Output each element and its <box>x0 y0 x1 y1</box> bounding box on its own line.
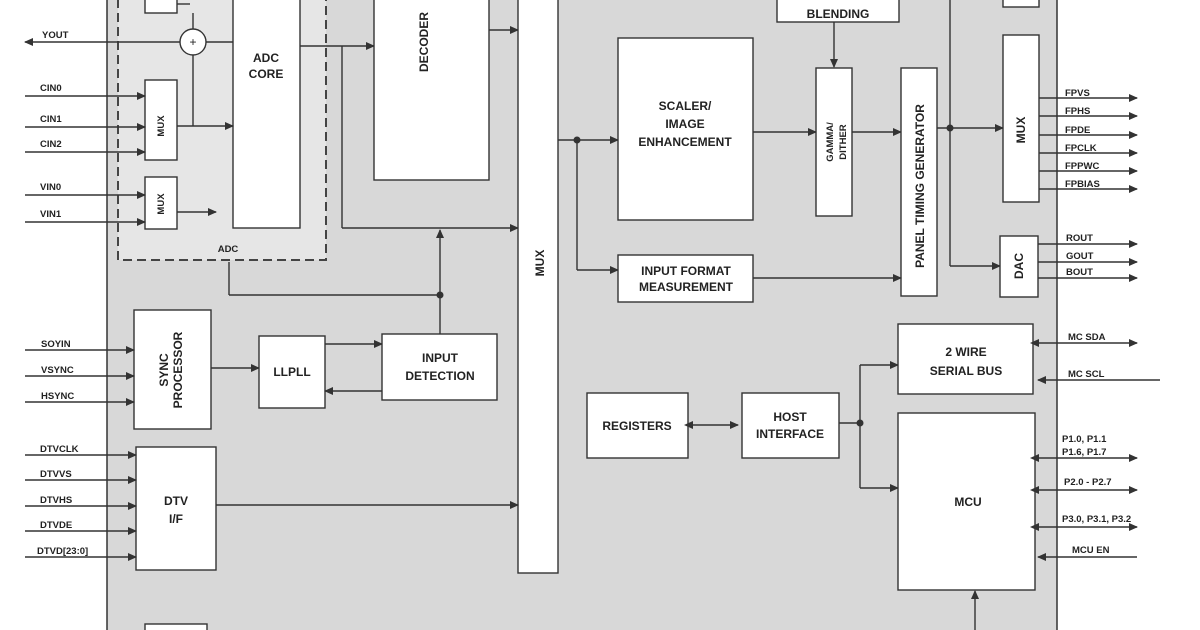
vin-mux-label: MUX <box>156 193 167 215</box>
dtv-if-label-2: I/F <box>169 512 183 526</box>
input-detection-label-2: DETECTION <box>405 369 474 383</box>
vin-mux-block <box>144 176 178 230</box>
main-mux-label: MUX <box>533 250 547 277</box>
p1-label-1: P1.0, P1.1 <box>1062 434 1107 445</box>
fphs-label: FPHS <box>1065 106 1090 117</box>
hsync-label: HSYNC <box>41 391 74 402</box>
input-detection-block <box>381 333 498 401</box>
main-mux-block <box>517 0 559 574</box>
p2-label: P2.0 - P2.7 <box>1064 477 1112 488</box>
dac-block <box>999 235 1039 298</box>
bottom-block <box>144 623 208 630</box>
host-interface-label-1: HOST <box>773 410 807 424</box>
cin2-label: CIN2 <box>40 139 62 150</box>
sync-processor-block <box>133 309 212 430</box>
bout-label: BOUT <box>1066 267 1093 278</box>
adc-region-label: ADC <box>218 244 239 255</box>
input-format-label-1: INPUT FORMAT <box>641 264 731 278</box>
dtvde-label: DTVDE <box>40 520 72 531</box>
blending-block <box>776 0 900 23</box>
decoder-label: DECODER <box>417 12 431 72</box>
mcu-label: MCU <box>954 495 981 509</box>
fp-output-lines <box>1039 94 1138 193</box>
fppwc-label: FPPWC <box>1065 161 1099 172</box>
vin1-label: VIN1 <box>40 209 62 220</box>
scaler-label-1: SCALER/ <box>659 99 712 113</box>
gout-label: GOUT <box>1066 251 1094 262</box>
serial-bus-label-2: SERIAL BUS <box>930 364 1002 378</box>
mcu-block <box>897 412 1036 591</box>
input-format-block <box>617 254 754 303</box>
serial-bus-label-1: 2 WIRE <box>945 345 986 359</box>
dtv-if-label-1: DTV <box>164 494 188 508</box>
sync-processor-label-1: SYNC <box>157 353 171 387</box>
fpbias-label: FPBIAS <box>1065 179 1100 190</box>
fpde-label: FPDE <box>1065 125 1090 136</box>
cin0-label: CIN0 <box>40 83 62 94</box>
mcu-pin-lines <box>1030 454 1138 561</box>
dac-label: DAC <box>1012 253 1026 279</box>
p1-label-2: P1.6, P1.7 <box>1062 447 1106 458</box>
adc-core-block <box>232 0 301 229</box>
cin-mux-label: MUX <box>156 115 167 137</box>
adc-core-label-1: ADC <box>253 51 279 65</box>
cin1-label: CIN1 <box>40 114 62 125</box>
host-interface-label-2: INTERFACE <box>756 427 824 441</box>
sync-processor-label-2: PROCESSOR <box>171 331 185 408</box>
output-mux-block <box>1002 34 1040 203</box>
dtvvs-label: DTVVS <box>40 469 72 480</box>
p3-label: P3.0, P3.1, P3.2 <box>1062 514 1131 525</box>
top-right-block <box>1002 0 1040 8</box>
panel-timing-block <box>900 67 938 297</box>
dtvhs-label: DTVHS <box>40 495 72 506</box>
registers-label: REGISTERS <box>602 419 671 433</box>
panel-timing-label: PANEL TIMING GENERATOR <box>913 104 927 268</box>
host-interface-block <box>741 392 840 459</box>
serial-bus-block <box>897 323 1034 395</box>
llpll-label: LLPLL <box>273 365 310 379</box>
vin0-label: VIN0 <box>40 182 61 193</box>
summing-node-symbol: + <box>189 35 196 49</box>
fpvs-label: FPVS <box>1065 88 1090 99</box>
mc-scl-label: MC SCL <box>1068 369 1105 380</box>
input-detection-label-1: INPUT <box>422 351 459 365</box>
dither-label: DITHER <box>838 124 849 160</box>
fpclk-label: FPCLK <box>1065 143 1097 154</box>
blending-label: BLENDING <box>807 7 870 21</box>
mc-sda-label: MC SDA <box>1068 332 1106 343</box>
output-mux-label: MUX <box>1014 117 1028 144</box>
scaler-label-2: IMAGE <box>665 117 704 131</box>
cin-mux-block <box>144 79 178 161</box>
scaler-label-3: ENHANCEMENT <box>638 135 732 149</box>
decoder-block <box>373 0 490 181</box>
yout-label: YOUT <box>42 30 69 41</box>
mcu-en-label: MCU EN <box>1072 545 1110 556</box>
llpll-block <box>258 335 326 409</box>
soyin-label: SOYIN <box>41 339 71 350</box>
vsync-label: VSYNC <box>41 365 74 376</box>
scaler-block <box>617 37 754 221</box>
dtvclk-label: DTVCLK <box>40 444 79 455</box>
gamma-dither-block <box>815 67 853 217</box>
gamma-label: GAMMA/ <box>825 122 836 162</box>
rout-label: ROUT <box>1066 233 1093 244</box>
input-format-label-2: MEASUREMENT <box>639 280 734 294</box>
dtv-input-lines <box>25 451 137 561</box>
dtv-if-block <box>135 446 217 571</box>
dtvd-label: DTVD[23:0] <box>37 546 88 557</box>
adc-top-block <box>144 0 178 14</box>
adc-core-label-2: CORE <box>249 67 284 81</box>
